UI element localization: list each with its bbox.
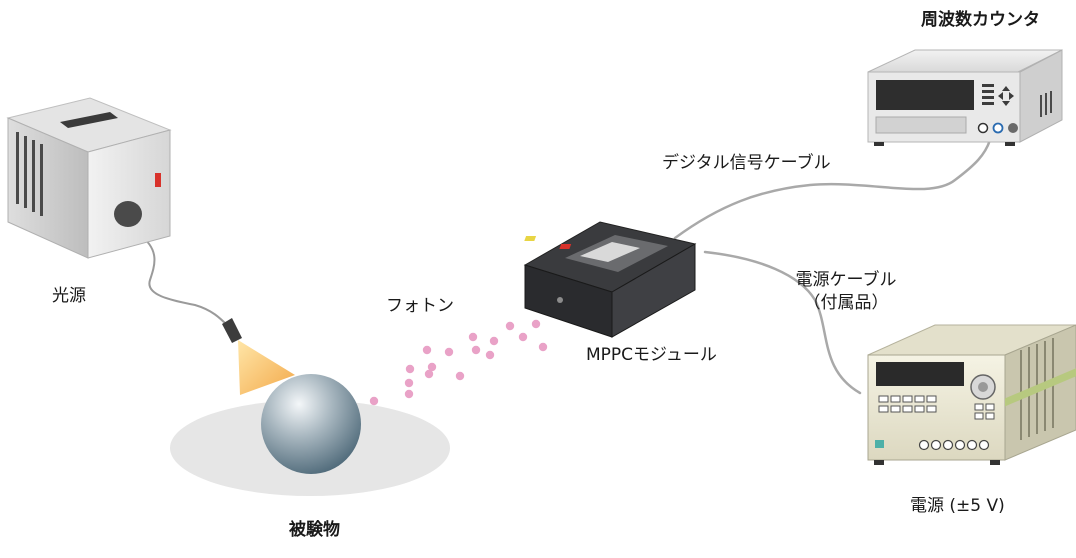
photons-label: フォトン bbox=[386, 296, 454, 316]
photon-dot bbox=[444, 347, 454, 357]
power-supply-label: 電源 (±5 V) bbox=[910, 496, 1005, 516]
mppc-module-label: MPPCモジュール bbox=[586, 345, 717, 365]
photon-dot bbox=[485, 350, 495, 360]
photon-dot bbox=[404, 389, 414, 399]
photon-dot bbox=[427, 362, 437, 372]
mppc-module-icon bbox=[523, 221, 697, 338]
frequency-counter-label: 周波数カウンタ bbox=[921, 10, 1040, 30]
photon-dot bbox=[468, 332, 478, 342]
frequency-counter-icon bbox=[867, 49, 1063, 146]
photon-dot bbox=[505, 321, 515, 331]
power-cable-label-line1: 電源ケーブル bbox=[795, 270, 897, 290]
digital-signal-cable bbox=[673, 138, 992, 240]
photon-dots bbox=[369, 319, 548, 406]
photon-dot bbox=[369, 396, 379, 406]
power-cable bbox=[703, 250, 862, 395]
photon-dot bbox=[531, 319, 541, 329]
photon-dot bbox=[518, 332, 528, 342]
photon-dot bbox=[422, 345, 432, 355]
photon-dot bbox=[424, 369, 434, 379]
light-source-box-icon bbox=[6, 97, 172, 259]
object-sphere bbox=[170, 374, 450, 496]
photon-dot bbox=[471, 345, 481, 355]
digital-cable-label: デジタル信号ケーブル bbox=[662, 153, 831, 173]
photon-dot bbox=[455, 371, 465, 381]
photon-dot bbox=[404, 378, 414, 388]
light-source-label: 光源 bbox=[52, 286, 86, 306]
object-label: 被験物 bbox=[289, 520, 340, 540]
photon-dot bbox=[538, 342, 548, 352]
photon-dot bbox=[405, 364, 415, 374]
photon-dot bbox=[489, 336, 499, 346]
light-beam bbox=[238, 340, 295, 395]
power-cable-label-line2: （付属品） bbox=[803, 293, 889, 313]
power-supply-icon bbox=[867, 324, 1076, 465]
light-guide-cable bbox=[139, 234, 229, 327]
probe-head bbox=[222, 318, 295, 395]
